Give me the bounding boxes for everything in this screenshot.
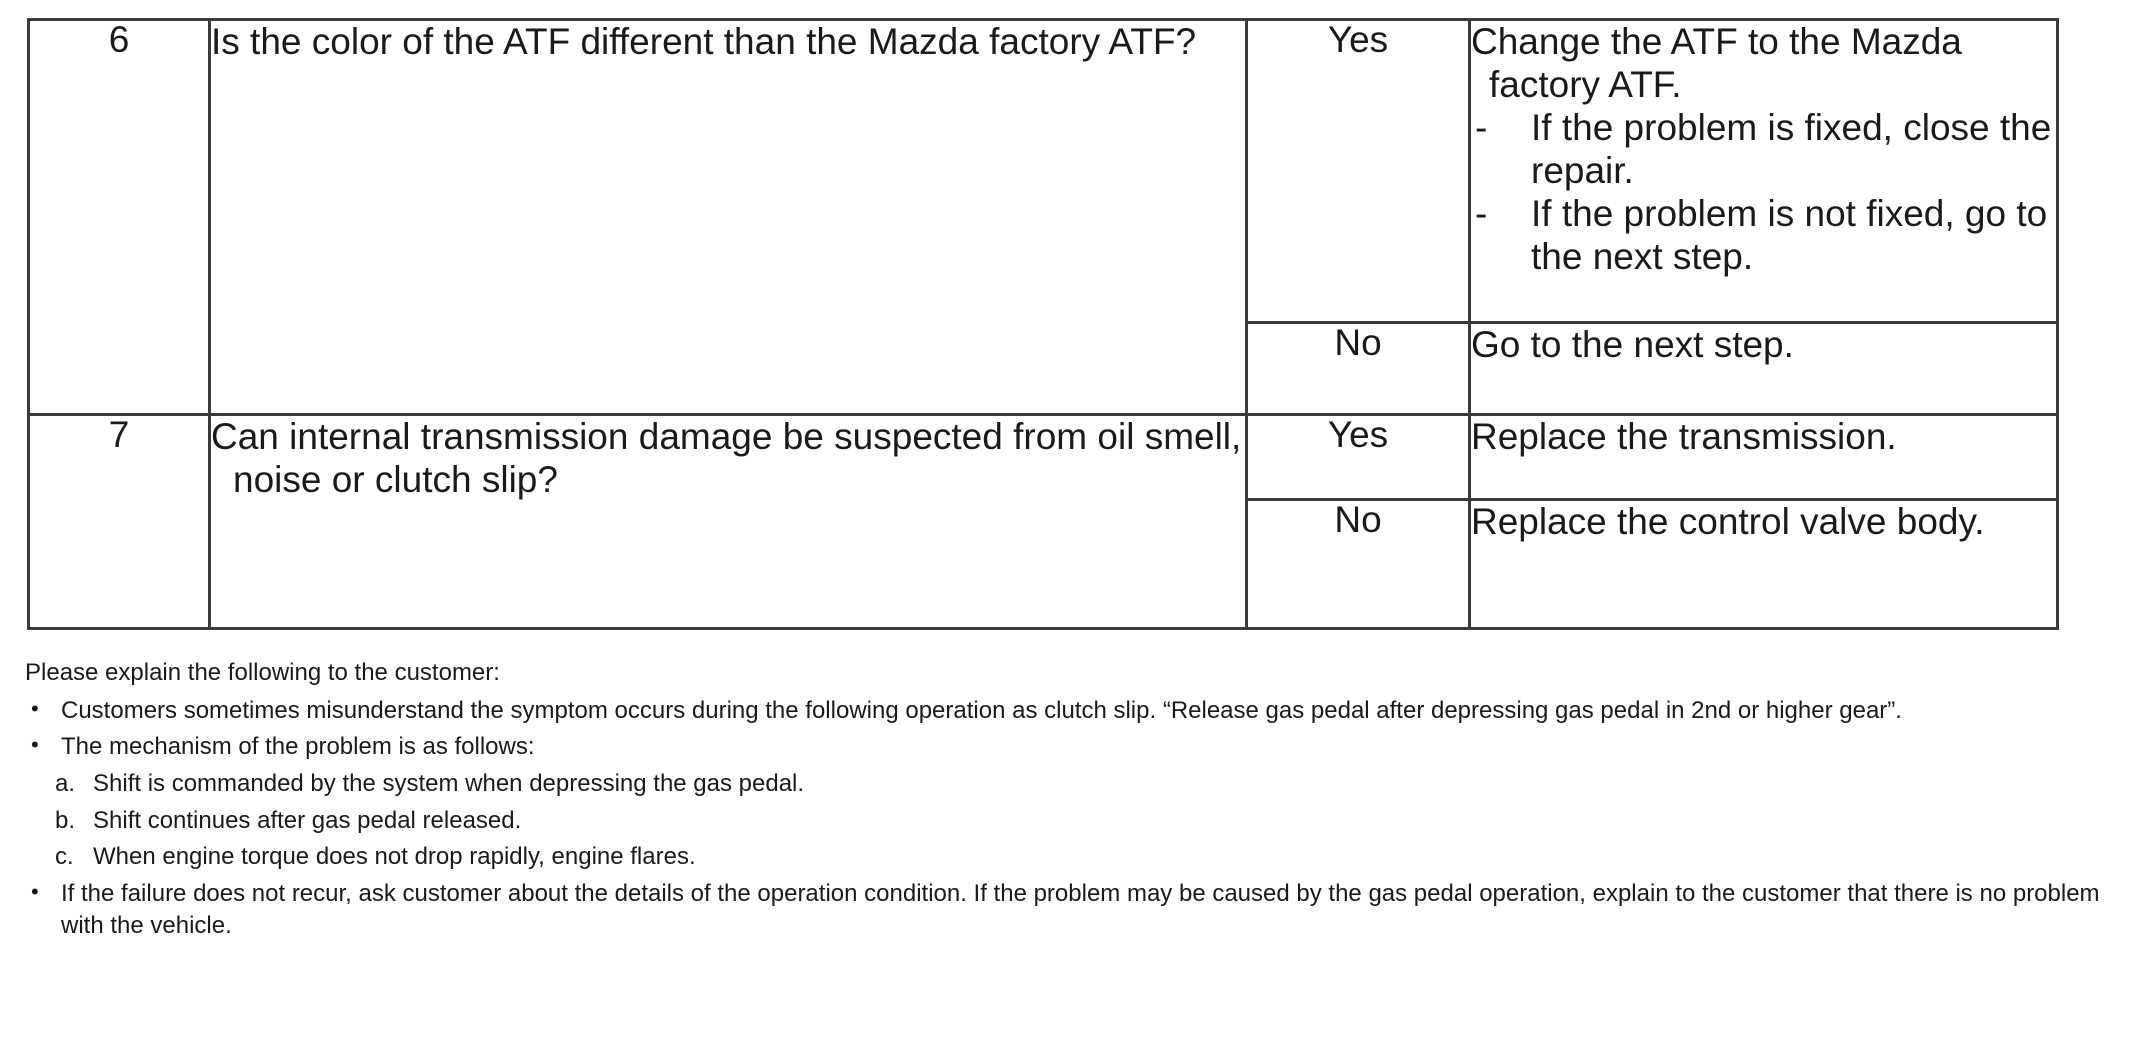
table-row: 7 Can internal transmission damage be su… bbox=[27, 413, 2059, 630]
customer-explanation-notes: Please explain the following to the cust… bbox=[25, 657, 2115, 946]
notes-intro-text: Please explain the following to the cust… bbox=[25, 659, 500, 686]
sub-item-marker: a. bbox=[55, 770, 76, 798]
action-cell-yes: Change the ATF to the Mazda factory ATF.… bbox=[1468, 17, 2059, 325]
action-lead-text: Replace the control valve body. bbox=[1471, 501, 1985, 542]
action-lead-text: Replace the transmission. bbox=[1471, 416, 1897, 457]
action-sub-list: - If the problem is fixed, close the rep… bbox=[1471, 107, 2056, 279]
answer-cell-no: No bbox=[1245, 498, 1471, 630]
bullet-icon: • bbox=[31, 695, 39, 721]
table-row: No Go to the next step. bbox=[29, 321, 2059, 416]
note-bullet-item: • Customers sometimes misunderstand the … bbox=[25, 695, 2115, 727]
action-sub-item-text: If the problem is not fixed, go to the n… bbox=[1531, 192, 2048, 277]
action-cell-yes: Replace the transmission. bbox=[1468, 413, 2059, 501]
diagnostic-flow-table: 6 Is the color of the ATF different than… bbox=[27, 17, 2059, 630]
question-text: Can internal transmission damage be susp… bbox=[211, 416, 1242, 500]
note-bullet-item: • If the failure does not recur, ask cus… bbox=[25, 878, 2115, 941]
answer-cell-no: No bbox=[1245, 321, 1471, 416]
note-bullet-item: • The mechanism of the problem is as fol… bbox=[25, 731, 2115, 763]
step-number-cell: 6 bbox=[27, 18, 211, 416]
sub-item-text: Shift continues after gas pedal released… bbox=[93, 806, 522, 834]
action-sub-item-text: If the problem is fixed, close the repai… bbox=[1531, 106, 2052, 191]
note-sub-item: a. Shift is commanded by the system when… bbox=[25, 768, 2115, 800]
note-sub-list: a. Shift is commanded by the system when… bbox=[25, 768, 2115, 873]
sub-item-text: Shift is commanded by the system when de… bbox=[93, 770, 805, 798]
answer-cell-yes: Yes bbox=[1245, 413, 1471, 501]
note-text: If the failure does not recur, ask custo… bbox=[61, 880, 2100, 939]
step-number-cell: 7 bbox=[27, 413, 211, 630]
sub-item-marker: c. bbox=[55, 843, 74, 871]
bullet-icon: • bbox=[31, 732, 39, 758]
note-text: Customers sometimes misunderstand the sy… bbox=[61, 696, 1902, 724]
table-row: 6 Is the color of the ATF different than… bbox=[27, 17, 2059, 416]
question-cell: Is the color of the ATF different than t… bbox=[208, 18, 1248, 416]
answer-cell-yes: Yes bbox=[1245, 17, 1471, 325]
note-sub-item: c. When engine torque does not drop rapi… bbox=[25, 841, 2115, 873]
action-cell-no: Replace the control valve body. bbox=[1468, 498, 2059, 630]
table-row: No Replace the control valve body. bbox=[29, 498, 2059, 630]
action-cell-no: Go to the next step. bbox=[1468, 321, 2059, 416]
note-sub-item: b. Shift continues after gas pedal relea… bbox=[25, 805, 2115, 837]
note-text: The mechanism of the problem is as follo… bbox=[61, 733, 535, 761]
bullet-icon: • bbox=[31, 879, 39, 905]
dash-marker: - bbox=[1475, 106, 1488, 148]
action-lead-text: Change the ATF to the Mazda factory ATF. bbox=[1471, 21, 1962, 105]
action-sub-item: - If the problem is not fixed, go to the… bbox=[1471, 193, 2056, 279]
question-cell: Can internal transmission damage be susp… bbox=[208, 413, 1248, 630]
action-lead-text: Go to the next step. bbox=[1471, 324, 1794, 366]
action-sub-item: - If the problem is fixed, close the rep… bbox=[1471, 107, 2056, 193]
question-text: Is the color of the ATF different than t… bbox=[211, 21, 1197, 62]
sub-item-text: When engine torque does not drop rapidly… bbox=[93, 843, 696, 871]
dash-marker: - bbox=[1475, 192, 1488, 234]
sub-item-marker: b. bbox=[55, 806, 76, 834]
